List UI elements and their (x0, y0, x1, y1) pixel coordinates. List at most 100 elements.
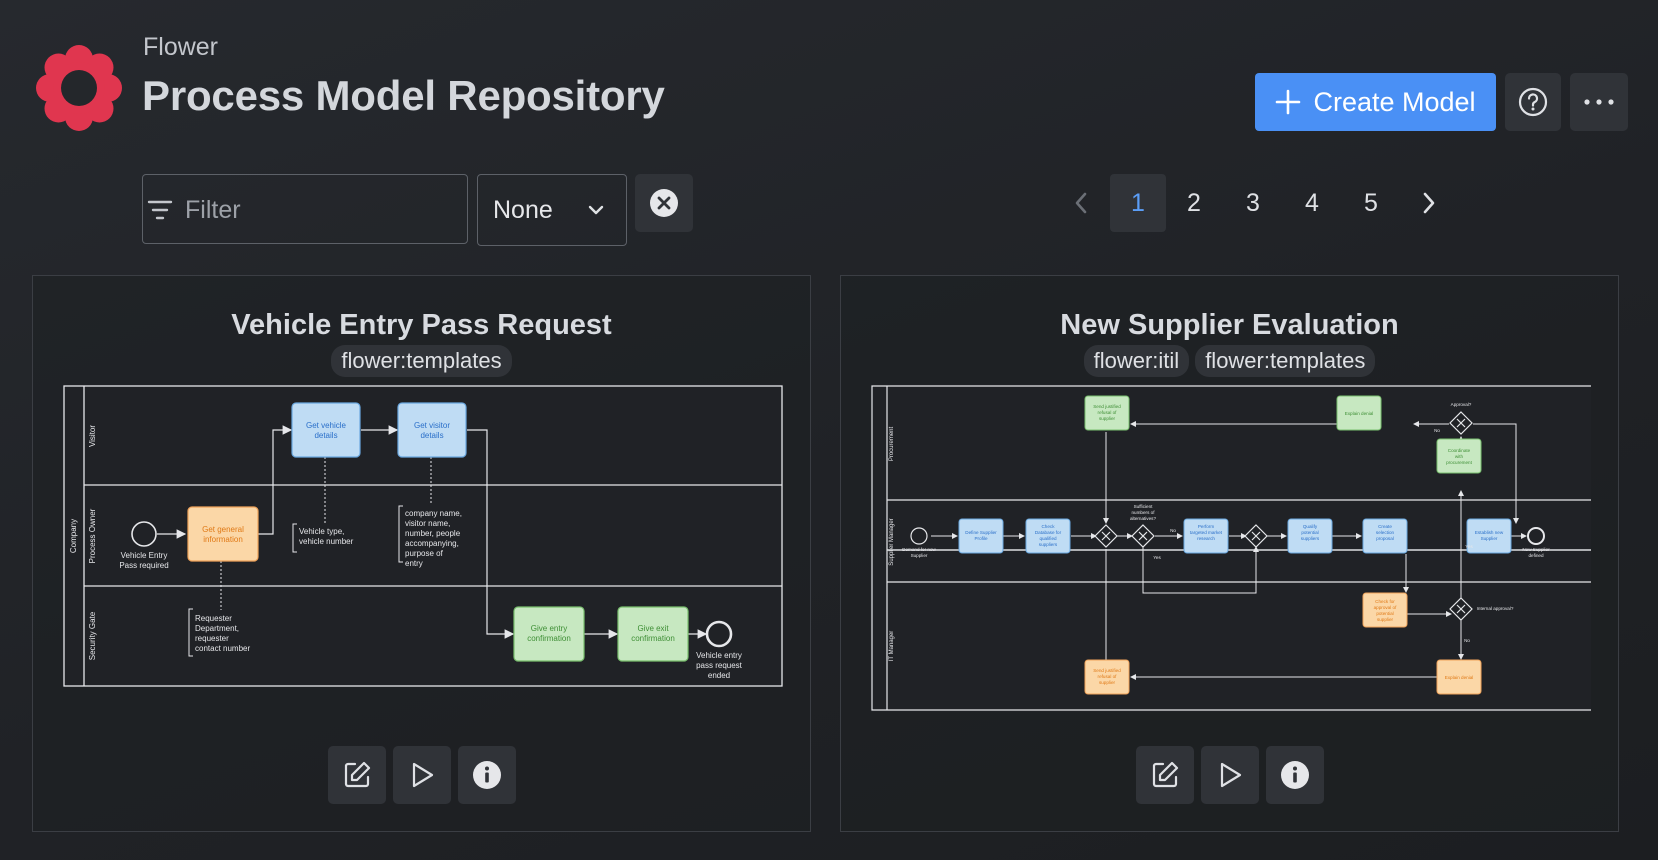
edit-icon (1152, 761, 1178, 788)
app-name: Flower (143, 33, 219, 61)
pagination-page-4[interactable]: 4 (1305, 188, 1319, 217)
bpmn-diagram-preview[interactable]: Company Visitor Process Owner Security G… (63, 384, 783, 687)
event-label: ended (708, 671, 730, 680)
svg-text:potential: potential (1376, 611, 1393, 616)
svg-text:Demand for new: Demand for new (902, 547, 936, 552)
pagination-prev-button[interactable] (1053, 174, 1109, 232)
help-button[interactable] (1505, 73, 1561, 131)
pool-label: Company (69, 519, 78, 553)
annotation-text: purpose of (405, 549, 444, 558)
svg-text:Perform: Perform (1198, 524, 1215, 529)
tag-badge[interactable]: flower:templates (1195, 345, 1376, 377)
annotation-text: Vehicle type, (299, 527, 344, 536)
lane-label: Security Gate (88, 611, 97, 660)
svg-text:New Supplier: New Supplier (1522, 547, 1550, 552)
svg-text:Create: Create (1378, 524, 1392, 529)
tag-badge[interactable]: flower:itil (1083, 345, 1190, 377)
svg-text:Supplier: Supplier (1481, 536, 1498, 541)
annotation-text: contact number (195, 644, 250, 653)
task-label: Give exit (637, 624, 669, 633)
clear-filter-button[interactable] (635, 174, 693, 232)
svg-text:selection: selection (1376, 530, 1395, 535)
svg-text:Coordinate: Coordinate (1448, 448, 1471, 453)
svg-text:defined: defined (1528, 553, 1544, 558)
plus-icon (1276, 89, 1301, 115)
task-label: Get visitor (414, 421, 450, 430)
pagination-page-2[interactable]: 2 (1187, 188, 1201, 217)
tag-badge[interactable]: flower:templates (331, 345, 512, 377)
svg-text:Send justified: Send justified (1093, 404, 1121, 409)
flower-logo-icon (36, 45, 122, 131)
annotation-text: company name, (405, 509, 462, 518)
svg-text:Approval?: Approval? (1451, 402, 1472, 407)
play-icon (412, 762, 433, 788)
pagination-next-button[interactable] (1401, 174, 1457, 232)
svg-text:Establish new: Establish new (1475, 530, 1504, 535)
lane-label: Visitor (88, 425, 97, 447)
task-label: confirmation (527, 634, 571, 643)
create-model-button[interactable]: Create Model (1255, 73, 1496, 131)
model-info-button[interactable] (457, 746, 516, 804)
svg-text:Check for: Check for (1375, 599, 1395, 604)
chevron-left-icon (1075, 192, 1087, 214)
chevron-down-icon (588, 205, 604, 215)
task-label: information (203, 535, 243, 544)
filter-input[interactable] (183, 175, 457, 245)
svg-text:Sufficient: Sufficient (1134, 504, 1154, 509)
annotation-text: visitor name, (405, 519, 450, 528)
svg-text:refusal of: refusal of (1098, 410, 1118, 415)
card-title: New Supplier Evaluation (1060, 309, 1399, 341)
pagination-page-3[interactable]: 3 (1246, 188, 1260, 217)
svg-text:No: No (1434, 428, 1440, 433)
svg-text:Profile: Profile (974, 536, 987, 541)
svg-text:Send justified: Send justified (1093, 668, 1121, 673)
svg-text:supplier: supplier (1099, 680, 1116, 685)
svg-text:No: No (1170, 528, 1176, 533)
svg-text:procurement: procurement (1446, 460, 1473, 465)
run-model-button[interactable] (1200, 746, 1259, 804)
event-label: pass request (696, 661, 743, 670)
process-model-card: Vehicle Entry Pass Request flower:templa… (32, 275, 811, 832)
run-model-button[interactable] (392, 746, 451, 804)
task-label: details (314, 431, 337, 440)
create-model-label: Create Model (1313, 86, 1476, 117)
annotation-text: Department, (195, 624, 239, 633)
svg-text:qualified: qualified (1039, 536, 1057, 541)
model-info-button[interactable] (1265, 746, 1324, 804)
edit-model-button[interactable] (327, 746, 386, 804)
pagination-page-1[interactable]: 1 (1110, 174, 1166, 232)
task-label: Give entry (531, 624, 567, 633)
sort-select[interactable]: None (477, 174, 627, 246)
svg-text:Qualify: Qualify (1303, 524, 1318, 529)
lane-label: Procurement (889, 426, 895, 461)
annotation-text: accompanying, (405, 539, 459, 548)
close-circle-icon (650, 189, 678, 217)
lane-label: Process Owner (88, 508, 97, 563)
lane-label: Supplier Manager (889, 518, 895, 565)
edit-model-button[interactable] (1135, 746, 1194, 804)
annotation-text: requester (195, 634, 229, 643)
lane-label: IT Manager (889, 631, 895, 662)
filter-icon (147, 200, 173, 220)
card-title: Vehicle Entry Pass Request (231, 309, 612, 341)
event-label: Vehicle Entry (121, 551, 168, 560)
tag-list: flower:itil flower:templates (841, 345, 1618, 377)
pagination-page-5[interactable]: 5 (1364, 188, 1378, 217)
svg-text:Yes: Yes (1153, 555, 1161, 560)
bpmn-diagram-preview[interactable]: Procurement Supplier Manager IT Manager (871, 384, 1591, 712)
annotation-text: vehicle number (299, 537, 354, 546)
filter-field[interactable] (142, 174, 468, 245)
svg-text:alternatives?: alternatives? (1130, 516, 1156, 521)
more-icon (1584, 99, 1614, 105)
chevron-right-icon (1423, 192, 1435, 214)
play-icon (1220, 762, 1241, 788)
svg-text:approval of: approval of (1374, 605, 1397, 610)
task-label: Get general (202, 525, 244, 534)
svg-text:Explain denial: Explain denial (1445, 675, 1474, 680)
event-label: Vehicle entry (696, 651, 742, 660)
svg-text:suppliers: suppliers (1301, 536, 1320, 541)
svg-text:supplier: supplier (1377, 617, 1394, 622)
event-label: Pass required (119, 561, 168, 570)
more-options-button[interactable] (1570, 73, 1628, 131)
svg-text:Check: Check (1041, 524, 1055, 529)
